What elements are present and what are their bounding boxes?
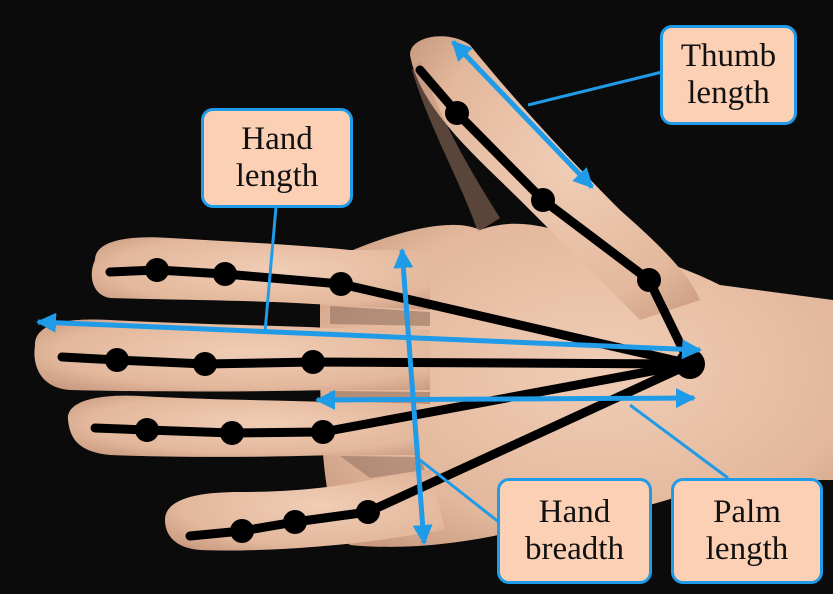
hand-breadth-label: Hand breadth [497,478,652,584]
joint-dot [531,188,555,212]
joint-dot [230,519,254,543]
joint-dot [283,510,307,534]
joint-dot [311,420,335,444]
joint-dot [329,272,353,296]
wrist-joint-dot [675,349,705,379]
palm-length-label: Palm length [671,478,823,584]
joint-dot [637,268,661,292]
joint-dot [301,350,325,374]
joint-dot [445,101,469,125]
joint-dot [213,262,237,286]
hand-length-label: Hand length [201,108,353,208]
joint-dot [220,421,244,445]
joint-dot [105,348,129,372]
joint-dot [145,258,169,282]
joint-dot [193,352,217,376]
joint-dot [135,418,159,442]
palm-length-arrow [317,398,694,400]
joint-dot [356,500,380,524]
thumb-length-label: Thumb length [660,25,797,125]
